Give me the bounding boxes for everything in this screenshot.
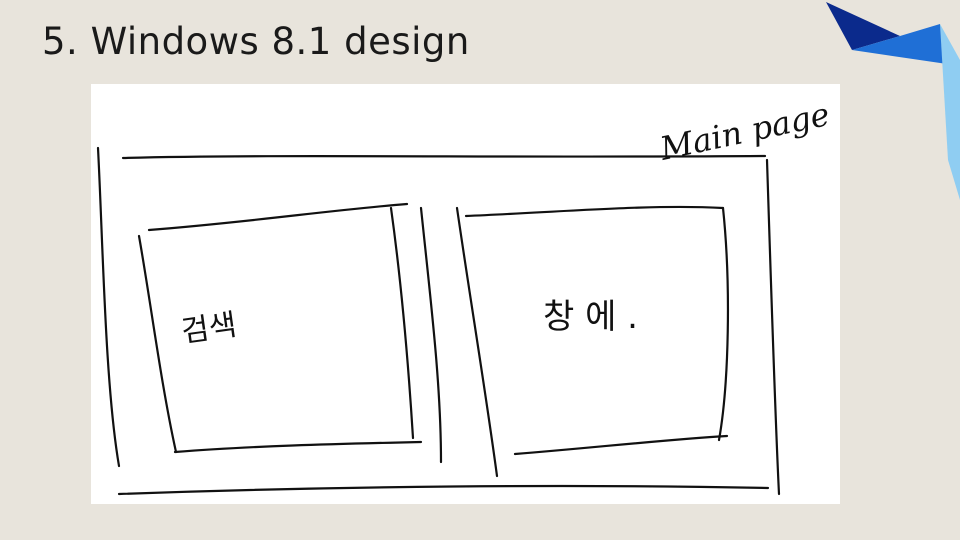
deco-shape-dark — [826, 2, 900, 50]
outer-frame-right — [765, 158, 781, 496]
wireframe-sketch: Main page 검색 창 에 . — [96, 95, 833, 496]
right-tile-bottom — [513, 434, 729, 456]
slide-title: 5. Windows 8.1 design — [42, 20, 470, 63]
left-tile-left — [137, 234, 178, 454]
outer-frame-left — [96, 146, 121, 468]
left-tile-right — [389, 206, 415, 440]
separator-line — [419, 206, 443, 464]
right-tile-label: 창 에 . — [543, 297, 638, 337]
corner-decoration — [826, 2, 960, 200]
sketch-image: Main page 검색 창 에 . — [91, 84, 840, 504]
right-tile-left — [455, 206, 499, 478]
outer-frame-bottom — [117, 484, 770, 496]
left-tile-label: 검색 — [179, 308, 239, 350]
right-tile-top — [464, 205, 725, 218]
outer-frame-top — [121, 154, 767, 160]
deco-shape-light — [940, 24, 960, 200]
right-tile-right — [717, 206, 730, 442]
left-tile-top — [147, 202, 409, 232]
deco-shape-mid — [852, 24, 947, 64]
left-tile-bottom — [173, 440, 423, 454]
